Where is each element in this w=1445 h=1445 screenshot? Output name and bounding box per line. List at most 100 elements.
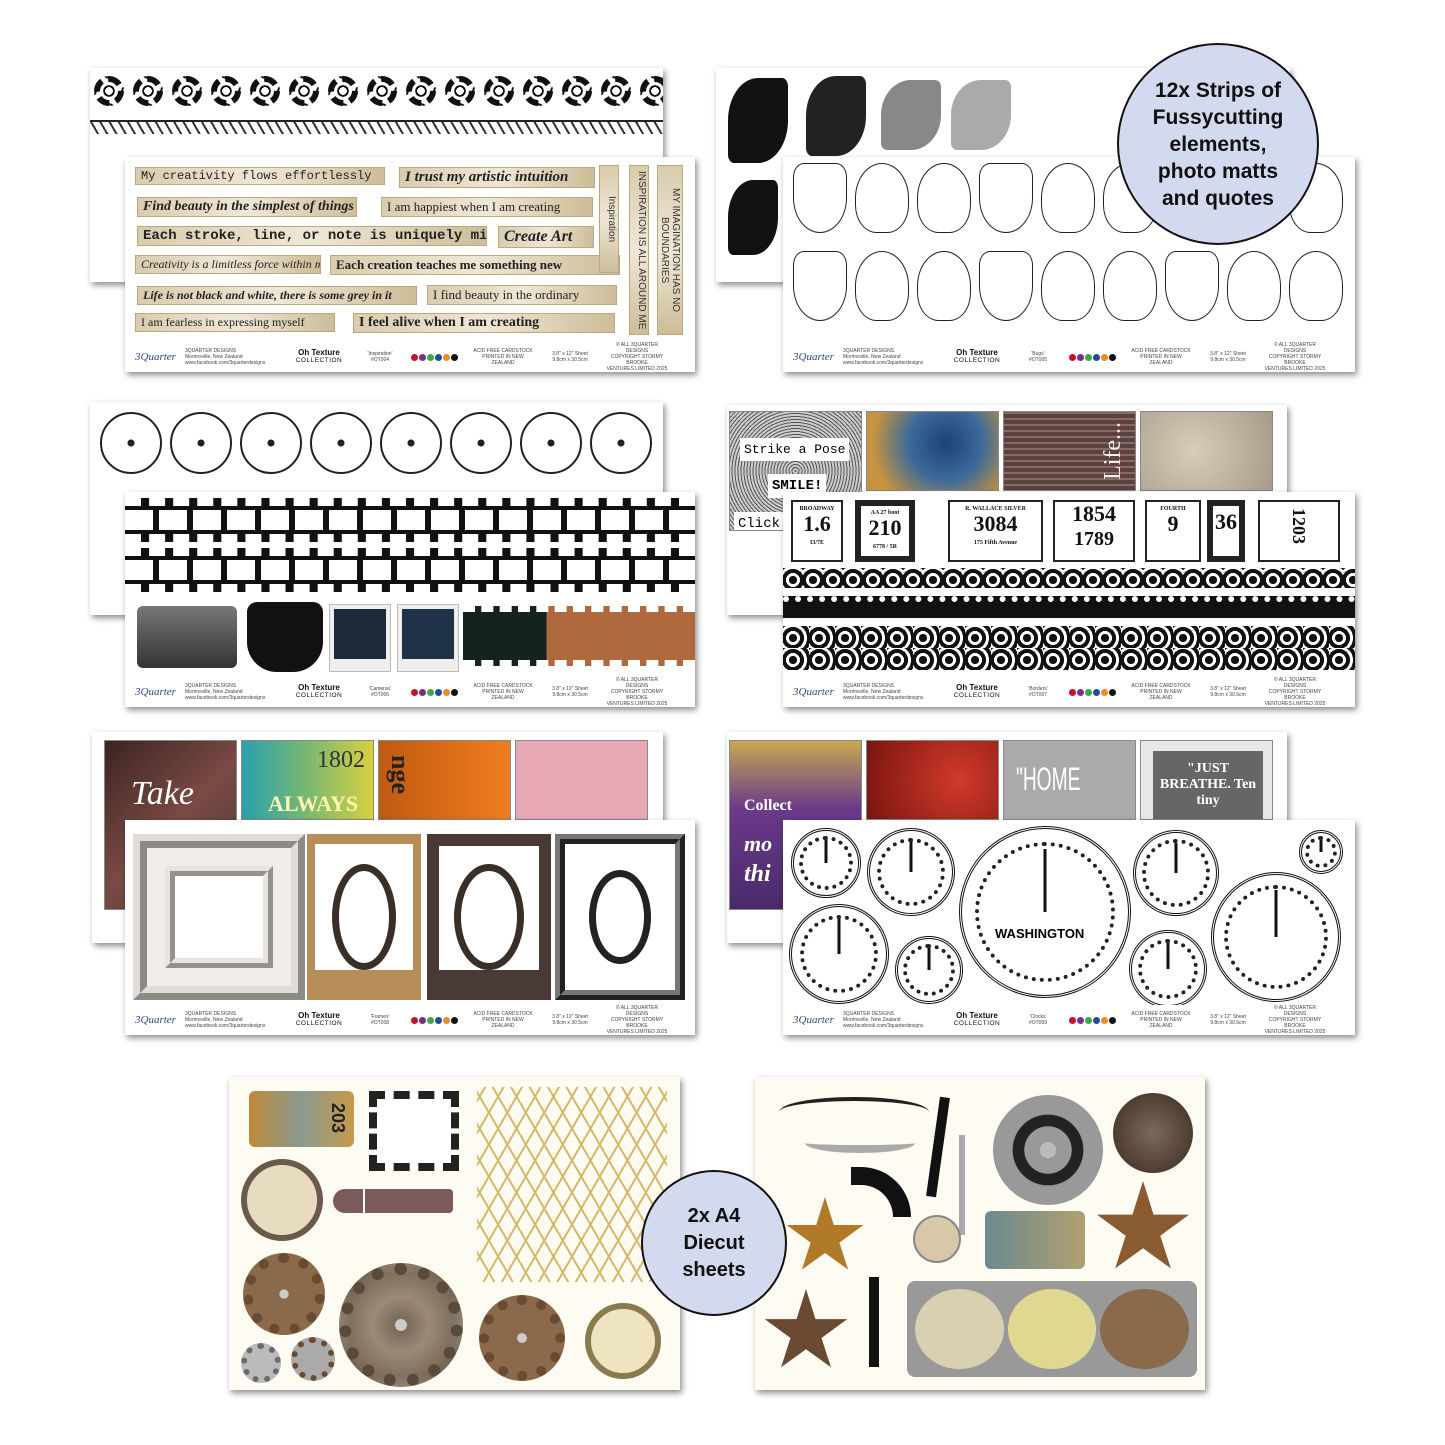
butterfly-illustration (1103, 251, 1157, 321)
color-dot (451, 1016, 458, 1024)
product-name: 'Bugs'#OT005 (1028, 351, 1048, 363)
photo-tile-pink (515, 740, 648, 820)
film-frame (369, 1091, 459, 1171)
color-dot (1077, 353, 1084, 361)
quote-label: Find beauty in the simplest of things (137, 197, 357, 217)
ticket-top: R. WALLACE SILVER (965, 506, 1026, 512)
clock-dial (915, 1289, 1004, 1369)
color-dot (411, 688, 418, 696)
product-name: 'Clocks'#OT009 (1028, 1014, 1048, 1026)
tile-text: "JUST BREATHE. Ten tiny (1153, 751, 1263, 819)
quote-label: Creativity is a limitless force within m… (135, 255, 321, 274)
lace-border (783, 626, 1355, 670)
flower-illustration (240, 412, 302, 474)
butterfly-illustration (917, 163, 971, 233)
vertical-quote-label: Inspiration (599, 165, 619, 273)
color-dot (411, 353, 418, 361)
flower-illustration (380, 412, 442, 474)
color-dot (1093, 1016, 1100, 1024)
tile-text: Take (131, 775, 194, 812)
quote-label: My creativity flows effortlessly (135, 167, 385, 185)
strips-badge: 12x Strips of Fussycutting elements, pho… (1117, 43, 1319, 245)
gear-cog (243, 1253, 325, 1335)
butterfly-illustration (1041, 251, 1095, 321)
butterfly-illustration (1227, 251, 1281, 321)
clock-hand (869, 1277, 879, 1367)
flower-illustration (100, 412, 162, 474)
a4-diecut-sheet-right (755, 1077, 1205, 1390)
oval-frame-kraft (307, 834, 421, 1000)
photo-tile-orange: nge (378, 740, 511, 820)
color-dot (451, 353, 458, 361)
color-dot (419, 1016, 426, 1024)
quote-label: I find beauty in the ordinary (427, 285, 617, 305)
tag-number: 203 (328, 1103, 348, 1134)
butterfly-illustration (855, 251, 909, 321)
strips-badge-text: 12x Strips of Fussycutting elements, pho… (1152, 78, 1284, 210)
film-strip (125, 548, 695, 592)
lace-border (783, 568, 1355, 588)
photo-tile-brick: Life... (1003, 411, 1136, 491)
color-dot (1109, 688, 1116, 696)
color-dot (411, 1016, 418, 1024)
product-name: 'Borders'#OT007 (1028, 686, 1048, 698)
rusty-tag (985, 1211, 1085, 1269)
color-dot (1077, 1016, 1084, 1024)
sheets-badge: 2x A4 Diecut sheets (641, 1170, 787, 1316)
color-dot (435, 353, 442, 361)
arrow-down (959, 1135, 965, 1235)
color-dot (1069, 688, 1076, 696)
arrow-curved (851, 1167, 911, 1217)
photo-tile-always: 1802 ALWAYS (241, 740, 374, 820)
clock-face (789, 904, 889, 1004)
ticket-number: 36 (1215, 509, 1237, 534)
gear-icon (640, 76, 663, 106)
flower-illustration (310, 412, 372, 474)
clock-face-washington (959, 826, 1131, 998)
flower-illustration (170, 412, 232, 474)
color-dot (435, 688, 442, 696)
color-dot (443, 688, 450, 696)
color-dot (1093, 688, 1100, 696)
product-name: 'Frames'#OT008 (370, 1014, 390, 1026)
gear-cog (241, 1343, 281, 1383)
clock-label: WASHINGTON (995, 926, 1085, 941)
brand-logo: 3Quarter (135, 351, 176, 363)
polaroid-frame (397, 604, 459, 672)
butterfly-illustration (1041, 163, 1095, 233)
ticket-number: 1203 (1289, 508, 1309, 544)
flower-illustration (520, 412, 582, 474)
color-dot (1069, 1016, 1076, 1024)
ticket-number: 1.6 (803, 511, 831, 536)
butterfly-illustration (917, 251, 971, 321)
quote-label: I feel alive when I am creating (353, 313, 615, 333)
photo-tile-ledger (1140, 411, 1273, 491)
tile-text: "HOME (1016, 761, 1081, 797)
color-dot (451, 688, 458, 696)
clock-face (241, 1159, 323, 1241)
tile-text: thi (744, 861, 771, 887)
quote-label: Each creation teaches me something new (330, 255, 620, 275)
camera-slr (247, 602, 323, 672)
gear-cog (479, 1295, 565, 1381)
polaroid-frame (329, 604, 391, 672)
gear-icon (523, 76, 553, 106)
quote-label: Life is not black and white, there is so… (137, 286, 417, 305)
scallop-border (783, 596, 1355, 618)
